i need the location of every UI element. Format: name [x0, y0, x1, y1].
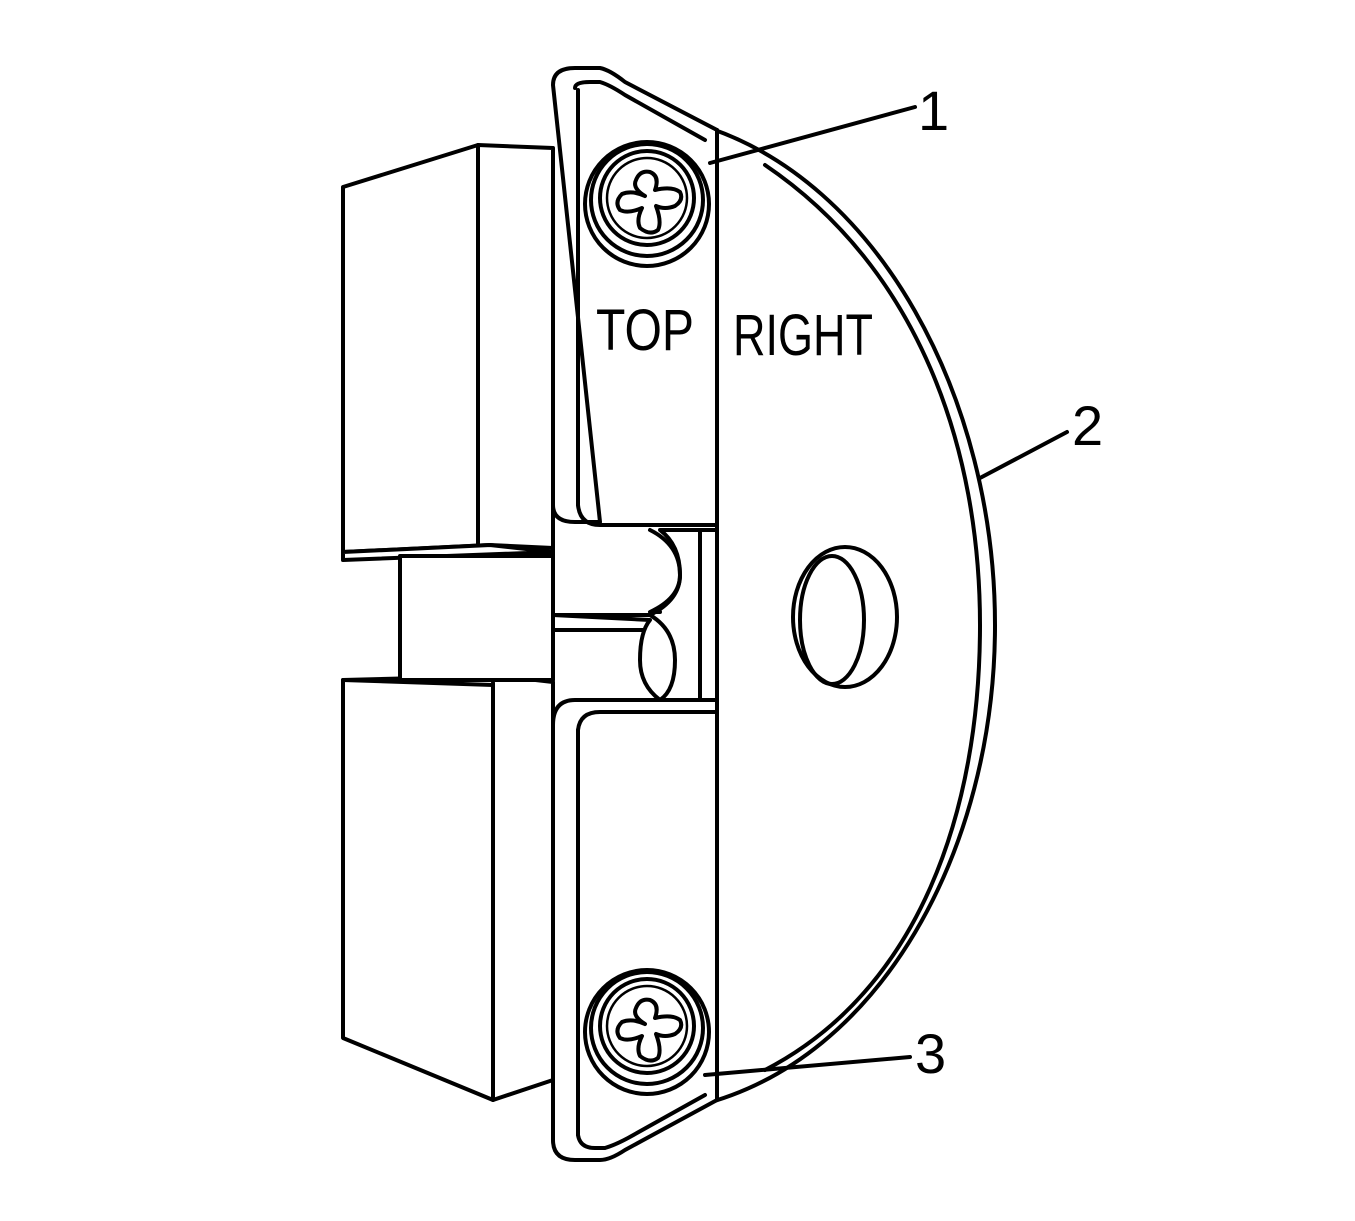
leader-line-2: [978, 430, 1069, 480]
housing-upper-block: [341, 143, 555, 562]
screw-lower: [583, 968, 711, 1096]
leader-line-3: [703, 1055, 912, 1077]
callout-3: 3: [915, 1022, 946, 1085]
top-label: TOP: [596, 298, 694, 363]
screw-upper: [583, 140, 711, 268]
right-label: RIGHT: [733, 303, 873, 368]
adjuster-knob: [791, 545, 899, 689]
callout-1: 1: [918, 79, 949, 142]
housing-lower-block: [341, 674, 555, 1102]
leader-line-1: [708, 105, 917, 165]
callout-2: 2: [1072, 394, 1103, 457]
